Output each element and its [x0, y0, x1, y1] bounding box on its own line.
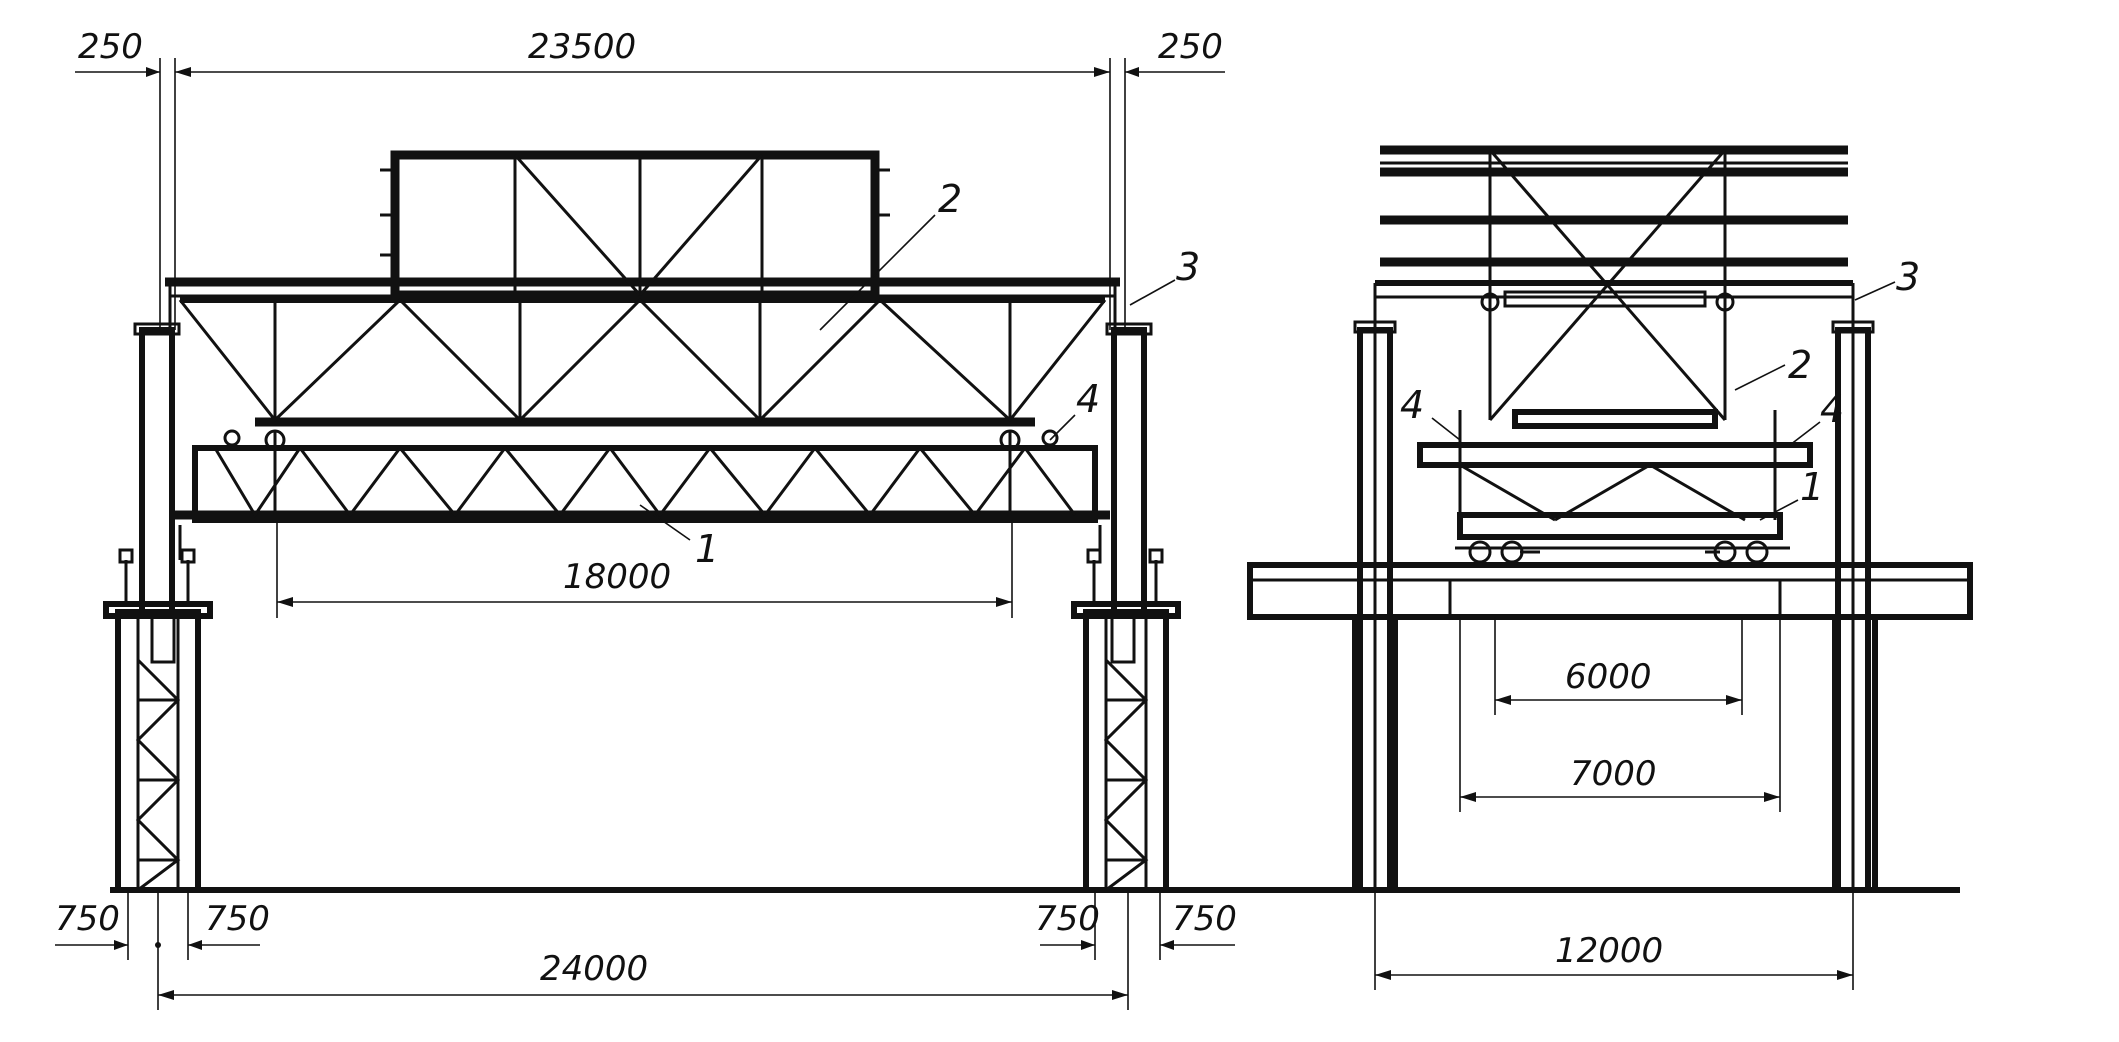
dim-inner-span-18000: 18000 — [563, 557, 671, 597]
dim-top-left-250: 250 — [78, 27, 143, 67]
dim-left-base-750-b: 750 — [205, 899, 270, 939]
dim-side-base-12000: 12000 — [1555, 931, 1663, 971]
front-dimensions: 250 23500 250 18000 — [55, 27, 1237, 1010]
dim-bottom-span-24000: 24000 — [540, 949, 648, 989]
side-platform-deck — [1247, 562, 1973, 890]
callout-front-3: 3 — [1176, 245, 1200, 289]
runway-beam — [165, 277, 1120, 330]
side-columns — [1353, 320, 1875, 893]
dim-top-span-23500: 23500 — [528, 27, 636, 67]
callout-side-2: 2 — [1788, 343, 1812, 387]
front-view: 2 3 4 1 250 23500 250 — [55, 27, 1237, 1010]
callout-front-2: 2 — [938, 177, 962, 221]
callout-side-4-left: 4 — [1400, 383, 1424, 427]
callout-side-4-right: 4 — [1820, 387, 1844, 431]
side-truss-chords — [1380, 145, 1848, 421]
side-lifted-block — [1417, 409, 1813, 550]
callout-side-1: 1 — [1800, 465, 1824, 509]
side-callouts: 3 2 4 4 1 — [1400, 255, 1920, 521]
portal-columns — [133, 322, 1153, 664]
callout-front-1: 1 — [695, 527, 719, 571]
side-view: 3 2 4 4 1 6000 7000 — [1247, 145, 1973, 990]
right-tower — [1071, 548, 1181, 893]
callout-side-3: 3 — [1896, 255, 1920, 299]
dim-side-6000: 6000 — [1565, 657, 1652, 697]
dim-right-base-750-a: 750 — [1035, 899, 1100, 939]
callout-front-4: 4 — [1076, 377, 1100, 421]
dim-left-base-750-a: 750 — [55, 899, 120, 939]
left-tower — [103, 548, 213, 893]
trolley-girder — [175, 429, 1110, 560]
front-callouts: 2 3 4 1 — [639, 177, 1200, 571]
side-dimensions: 6000 7000 12000 — [1374, 617, 1854, 990]
dim-top-right-250: 250 — [1158, 27, 1223, 67]
side-runway-beam — [1373, 280, 1855, 330]
dim-side-7000: 7000 — [1570, 754, 1657, 794]
truss-block — [178, 150, 1107, 427]
side-trolley-wheels — [1468, 540, 1769, 564]
dim-right-base-750-b: 750 — [1172, 899, 1237, 939]
